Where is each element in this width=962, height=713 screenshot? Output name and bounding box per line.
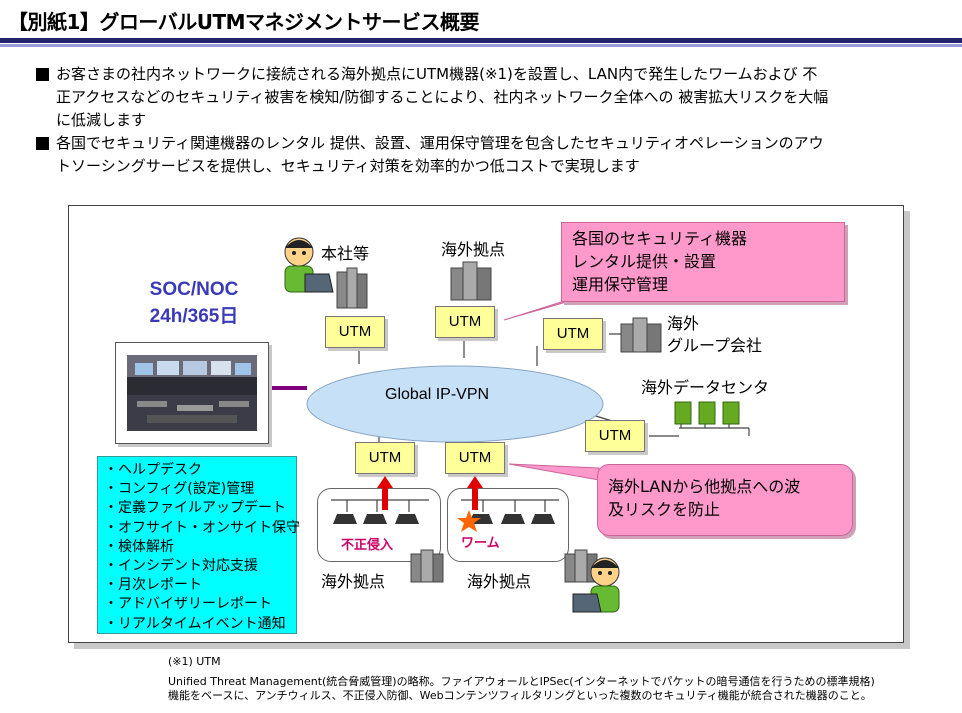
service-item: ・リアルタイムイベント通知 xyxy=(104,615,290,634)
bullet-1-line-2: 正アクセスなどのセキュリティ被害を検知/防御することにより、社内ネットワーク全体… xyxy=(56,86,936,109)
intrusion-label: 不正侵入 xyxy=(341,534,393,553)
service-item: ・定義ファイルアップデート xyxy=(104,499,290,518)
title-rule-accent xyxy=(0,44,962,47)
bullet-2-line-2: トソーシングサービスを提供し、セキュリティ対策を効率的かつ低コストで実現します xyxy=(56,155,936,178)
bullet-1: お客さまの社内ネットワークに接続される海外拠点にUTM機器(※1)を設置し、LA… xyxy=(36,63,936,132)
bottom-left-server-icon xyxy=(409,546,449,586)
intrusion-arrow-icon xyxy=(375,474,395,514)
callout-top-line: レンタル提供・設置 xyxy=(572,250,834,273)
vpn-cloud xyxy=(305,362,605,452)
overseas-server-icon xyxy=(449,258,497,302)
footnote-line-2: Unified Threat Management(統合脅威管理)の略称。ファイ… xyxy=(168,675,875,689)
group-label-1: 海外 xyxy=(667,310,699,334)
summary-bullets: お客さまの社内ネットワークに接続される海外拠点にUTM機器(※1)を設置し、LA… xyxy=(36,63,936,178)
worm-label: ワーム xyxy=(461,532,500,551)
bullet-1-line-3: に低減します xyxy=(56,109,936,132)
bottom-right-site-label: 海外拠点 xyxy=(467,568,531,592)
service-item: ・検体解析 xyxy=(104,538,290,557)
person-with-laptop-icon-2 xyxy=(569,554,631,624)
datacenter-label: 海外データセンタ xyxy=(641,374,769,398)
soc-noc-title: SOC/NOC xyxy=(139,276,249,303)
footnote-title: (※1) UTM xyxy=(168,655,875,669)
soc-photo-frame xyxy=(115,342,269,444)
service-item: ・オフサイト・オンサイト保守 xyxy=(104,519,290,538)
square-bullet-icon xyxy=(36,68,49,81)
square-bullet-icon xyxy=(36,137,49,150)
datacenter-server-icon xyxy=(671,400,751,430)
bottom-left-site-label: 海外拠点 xyxy=(321,568,385,592)
service-list: ・ヘルプデスク ・コンフィグ(設定)管理 ・定義ファイルアップデート ・オフサイ… xyxy=(97,456,297,634)
utm-bottom-right: UTM xyxy=(445,442,505,474)
bullet-1-line-1: お客さまの社内ネットワークに接続される海外拠点にUTM機器(※1)を設置し、LA… xyxy=(56,63,936,86)
overseas-top-label: 海外拠点 xyxy=(441,236,505,260)
footnote-line-3: 機能をベースに、アンチウィルス、不正侵入防御、Webコンテンツフィルタリングとい… xyxy=(168,689,875,703)
group-label-2: グループ会社 xyxy=(667,332,762,356)
network-diagram: SOC/NOC 24h/365日 ・ヘルプデスク ・コンフィグ(設定)管理 ・定… xyxy=(68,205,904,643)
bullet-2-line-1: 各国でセキュリティ関連機器のレンタル 提供、設置、運用保守管理を包含したセキュリ… xyxy=(56,132,936,155)
utm-hq: UTM xyxy=(325,316,385,348)
hq-server-icon xyxy=(333,262,373,312)
page-title: 【別紙1】グローバルUTMマネジメントサービス概要 xyxy=(8,6,479,35)
service-item: ・月次レポート xyxy=(104,576,290,595)
worm-burst-icon xyxy=(457,510,481,534)
title-rule xyxy=(0,38,962,43)
utm-bottom-left: UTM xyxy=(355,442,415,474)
worm-arrow-icon xyxy=(465,474,485,514)
service-item: ・インシデント対応支援 xyxy=(104,557,290,576)
soc-noc-hours: 24h/365日 xyxy=(139,303,249,330)
callout-top-line: 各国のセキュリティ機器 xyxy=(572,227,834,250)
vpn-label: Global IP-VPN xyxy=(385,386,489,404)
callout-rental-service: 各国のセキュリティ機器 レンタル提供・設置 運用保守管理 xyxy=(561,222,845,302)
group-server-icon xyxy=(619,314,665,354)
callout-top-line: 運用保守管理 xyxy=(572,273,834,296)
soc-noc-label: SOC/NOC 24h/365日 xyxy=(139,276,249,330)
callout-spread-prevention: 海外LANから他拠点への波 及リスクを防止 xyxy=(597,464,853,536)
callout-bottom-line: 及リスクを防止 xyxy=(608,498,842,521)
callout-bottom-line: 海外LANから他拠点への波 xyxy=(608,469,842,498)
service-item: ・ヘルプデスク xyxy=(104,461,290,480)
service-item: ・コンフィグ(設定)管理 xyxy=(104,480,290,499)
utm-group: UTM xyxy=(543,318,603,350)
utm-datacenter: UTM xyxy=(585,420,645,452)
footnote: (※1) UTM Unified Threat Management(統合脅威管… xyxy=(168,655,875,703)
operations-center-photo xyxy=(127,355,257,431)
utm-overseas-top: UTM xyxy=(435,306,495,338)
person-with-laptop-icon xyxy=(275,234,337,304)
service-item: ・アドバイザリーレポート xyxy=(104,595,290,614)
bullet-2: 各国でセキュリティ関連機器のレンタル 提供、設置、運用保守管理を包含したセキュリ… xyxy=(36,132,936,178)
